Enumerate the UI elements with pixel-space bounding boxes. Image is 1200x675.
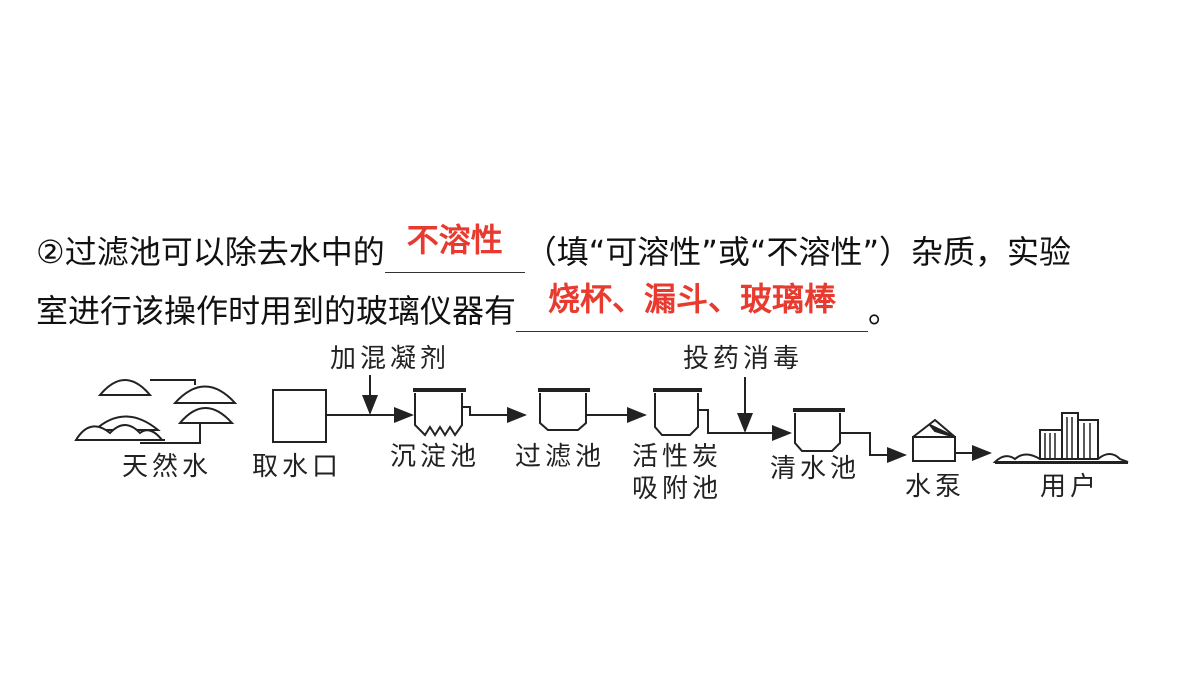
label-filter-tank: 过滤池: [515, 442, 605, 472]
label-intake: 取水口: [252, 452, 342, 482]
question-text: （填“可溶性”或“不溶性”）杂质，实验: [524, 233, 1072, 271]
pump-icon: [912, 418, 992, 462]
label-add-coagulant: 加混凝剂: [330, 344, 450, 374]
label-sedimentation-tank: 沉淀池: [390, 442, 480, 472]
question-text: ②过滤池可以除去水中的: [36, 233, 385, 271]
label-carbon-line1: 活性炭: [632, 442, 722, 472]
question-line-1: ②过滤池可以除去水中的 不溶性 （填“可溶性”或“不溶性”）杂质，实验: [36, 221, 1072, 273]
question-text: 。: [868, 292, 901, 330]
water-treatment-diagram: 加混凝剂 投药消毒 天然水 取水口 沉淀池 过滤池 活性炭 吸附池 清水池 水泵…: [74, 344, 1129, 504]
label-pump: 水泵: [905, 472, 965, 502]
clear-water-tank-icon: [793, 408, 907, 463]
intake-box: [272, 389, 327, 443]
answer-blank-2: 烧杯、漏斗、玻璃棒: [516, 280, 869, 332]
label-carbon-line2: 吸附池: [632, 474, 722, 504]
label-user: 用户: [1040, 472, 1100, 502]
question-line-2: 室进行该操作时用到的玻璃仪器有 烧杯、漏斗、玻璃棒。: [36, 280, 901, 332]
filter-tank-icon: [538, 388, 647, 431]
answer-blank-1: 不溶性: [384, 221, 525, 273]
answer-text-1: 不溶性: [406, 221, 503, 259]
answer-text-2: 烧杯、漏斗、玻璃棒: [548, 280, 837, 318]
label-clear-water-tank: 清水池: [770, 454, 860, 484]
question-text: 室进行该操作时用到的玻璃仪器有: [36, 292, 517, 330]
carbon-tank-icon: [653, 377, 792, 441]
mountain-icon: [74, 379, 238, 444]
city-icon: [992, 412, 1129, 464]
sedimentation-tank-icon: [413, 388, 527, 437]
label-add-disinfectant: 投药消毒: [683, 344, 803, 374]
label-natural-water: 天然水: [122, 452, 212, 482]
